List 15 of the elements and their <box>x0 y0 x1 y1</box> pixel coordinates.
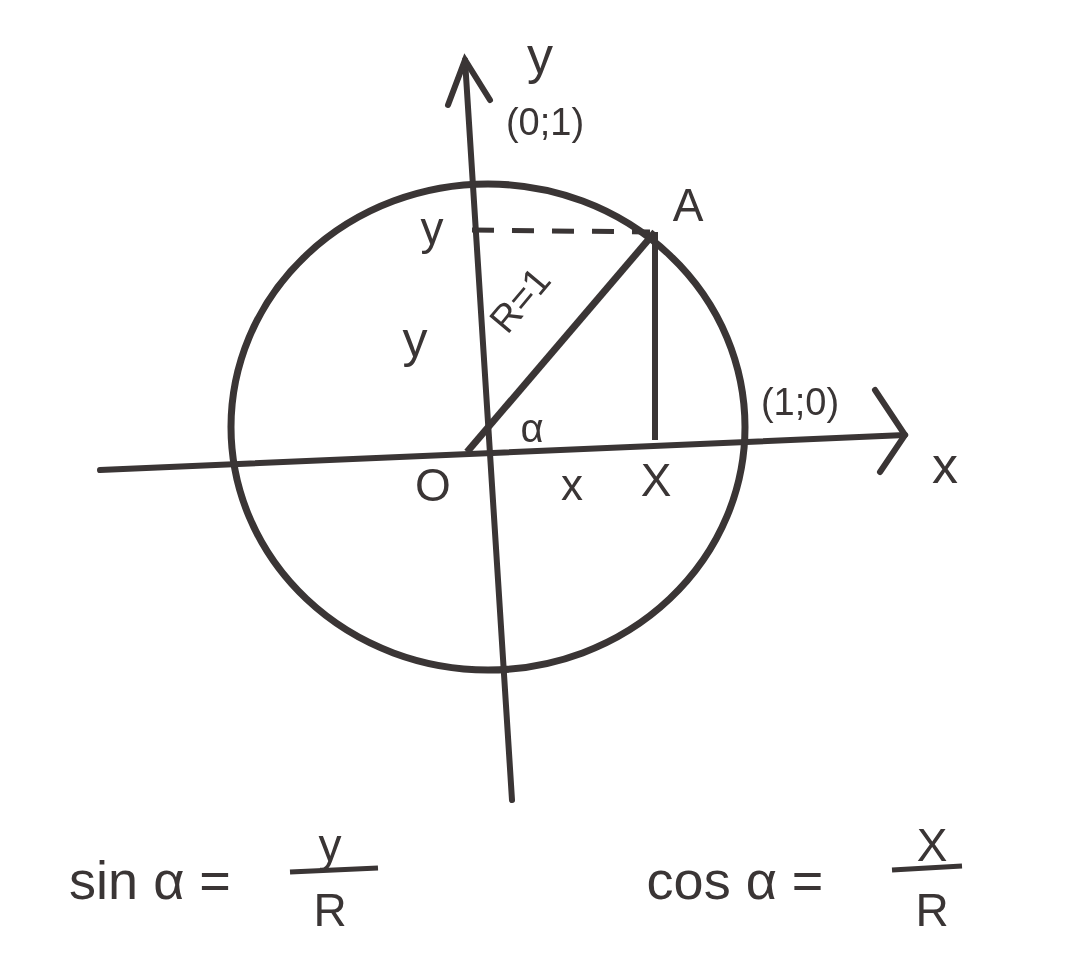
coordinate-label: (1;0) <box>760 383 840 421</box>
point-label: X <box>640 457 672 503</box>
segment-label: x <box>561 463 583 507</box>
axis-label: x <box>932 439 958 491</box>
segment-label: y <box>402 315 428 365</box>
point-label: A <box>672 182 704 228</box>
fraction-denominator: R <box>313 887 347 933</box>
formula-text: sin α = <box>69 853 231 907</box>
angle-label: α <box>520 408 544 448</box>
formula-text: cos α = <box>646 853 824 907</box>
origin-label: O <box>415 462 451 508</box>
fraction-numerator: X <box>916 822 948 868</box>
fraction-denominator: R <box>915 887 949 933</box>
radius-label: R=1 <box>482 260 558 340</box>
coordinate-label: (0;1) <box>505 103 585 141</box>
